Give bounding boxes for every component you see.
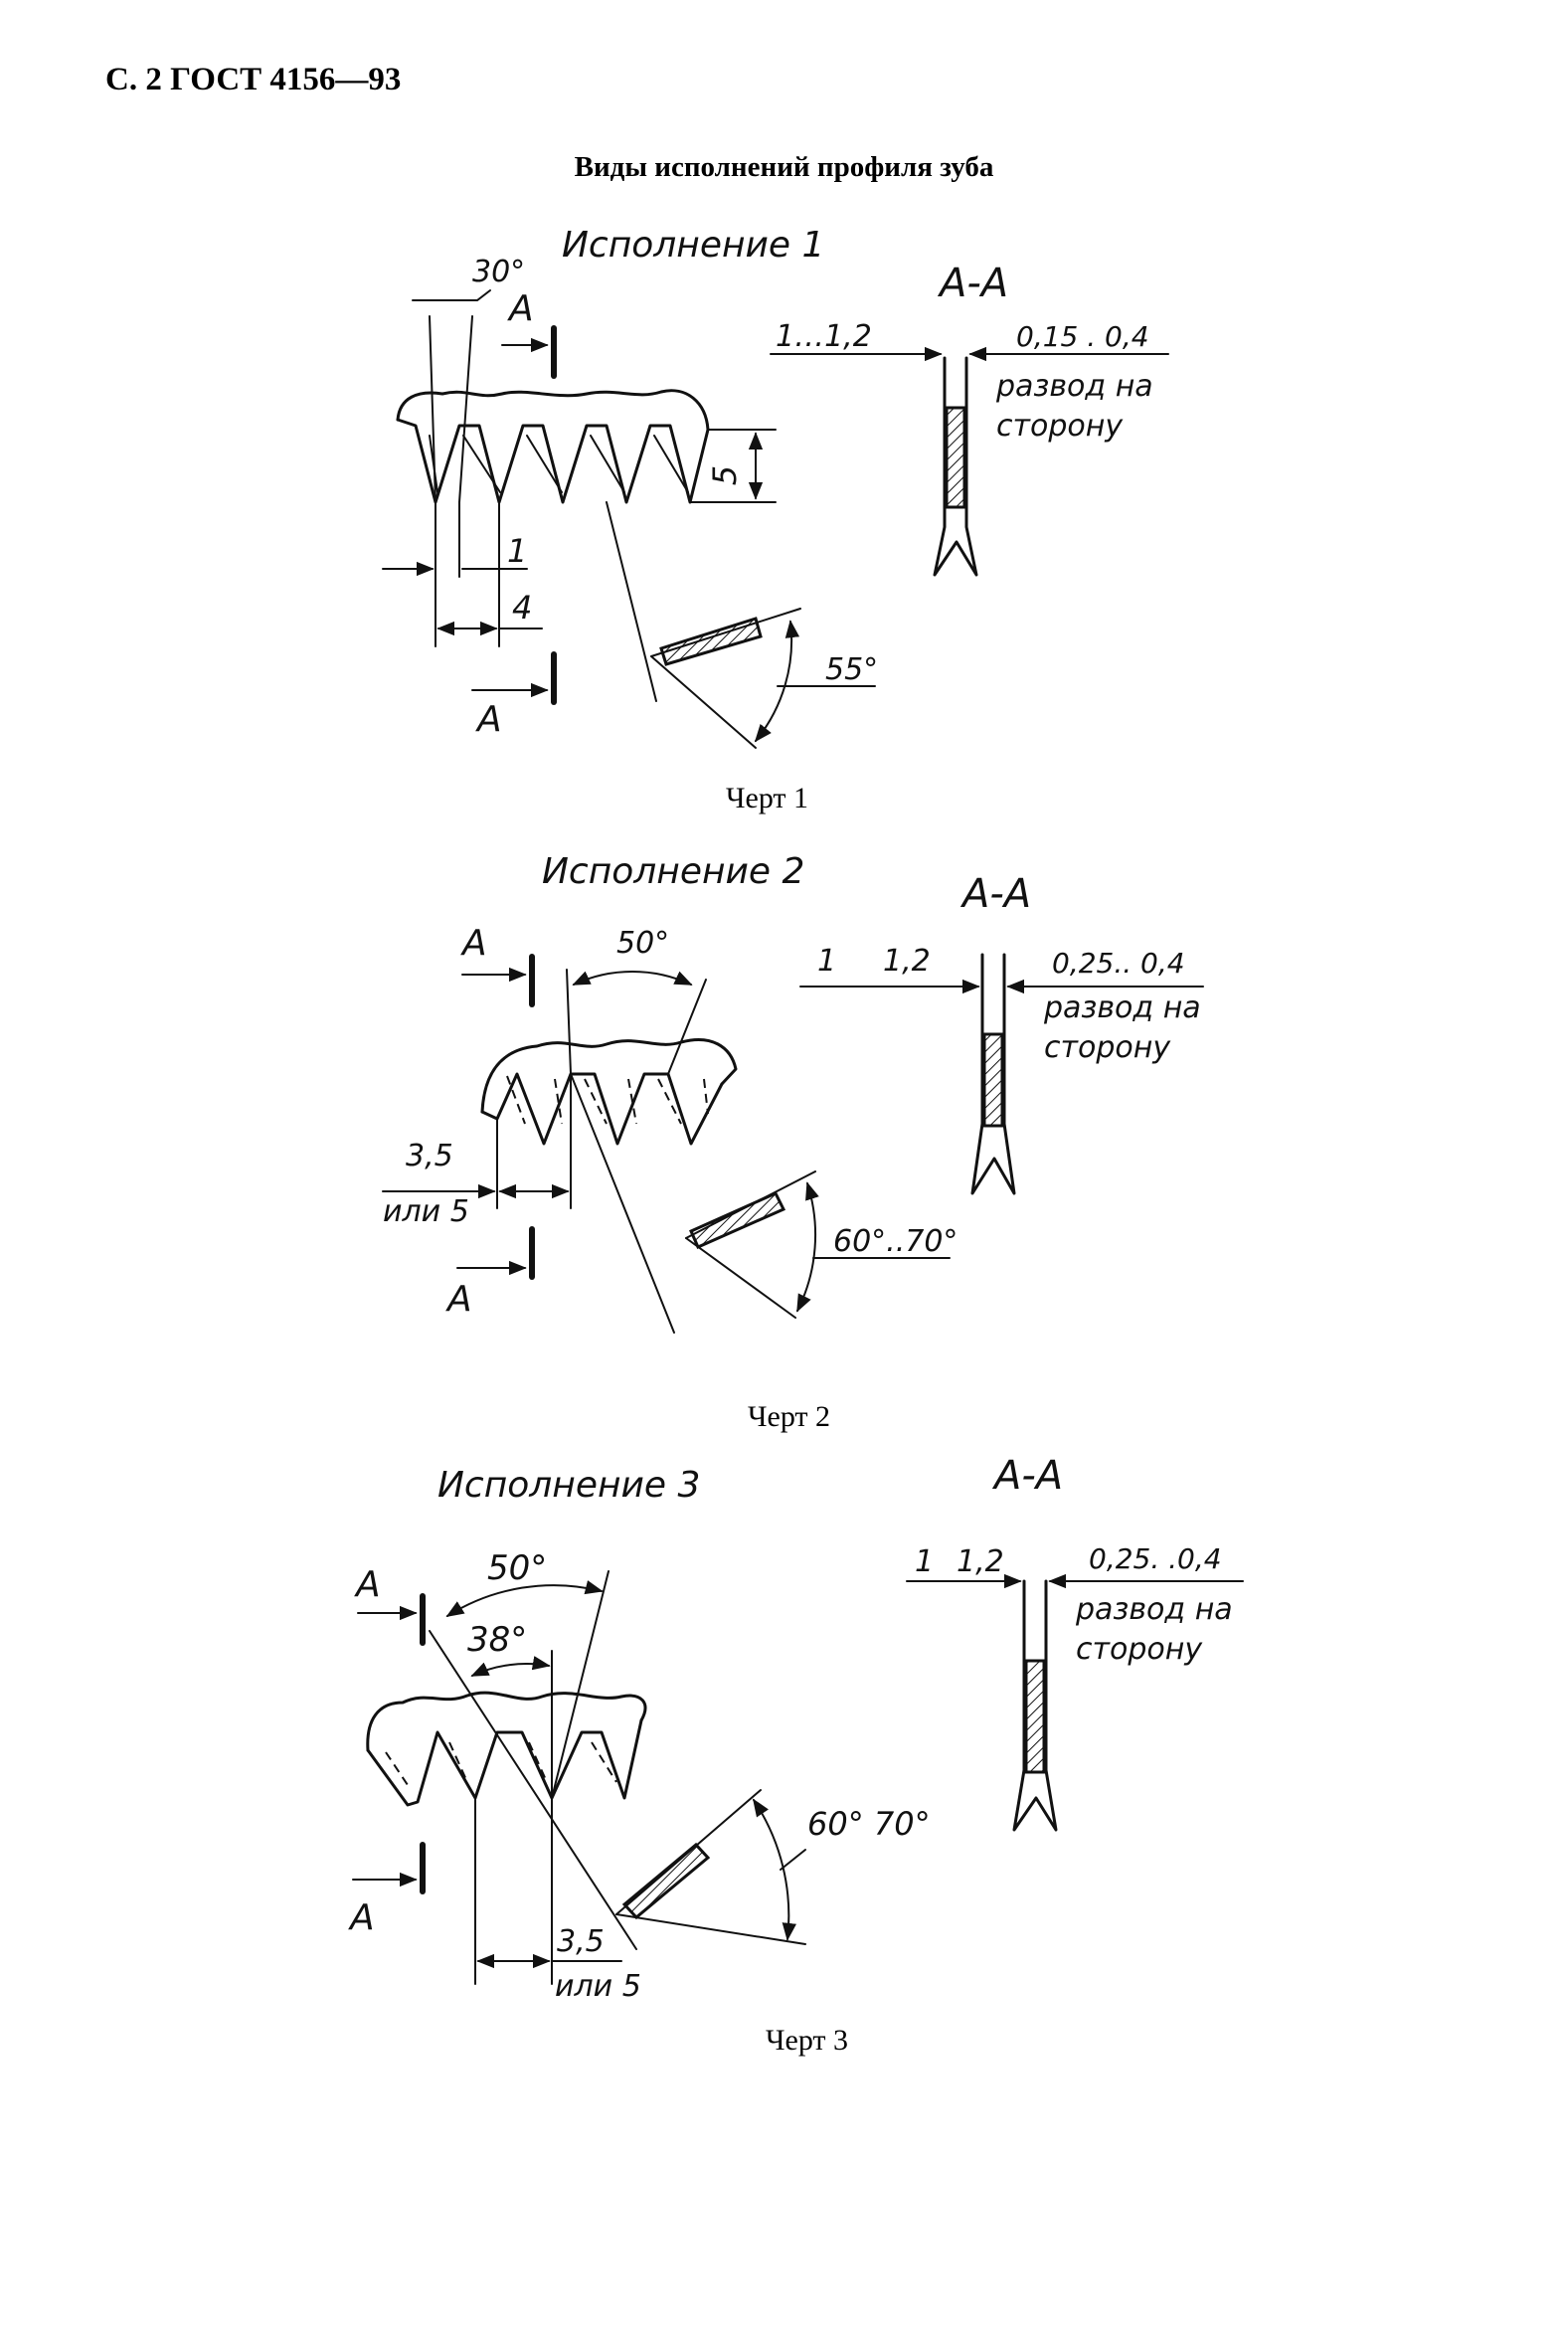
- fig2-angle-top: 50°: [616, 926, 669, 961]
- fig1-section-hatch: [945, 406, 966, 509]
- fig3-section-body: [1012, 1579, 1058, 1832]
- fig3-angle-bottom: 60° 70°: [807, 1805, 931, 1843]
- fig2-cut-label-bottom: А: [445, 1279, 472, 1320]
- blade-1-break-line: [396, 389, 710, 432]
- figure-3: Исполнение 3 50° 38° А А 3: [348, 1453, 1244, 2004]
- fig3-thickness-label-a: 1: [915, 1544, 934, 1579]
- fig1-pitch-label: 4: [512, 589, 532, 627]
- fig2-edge-line: [570, 1073, 675, 1334]
- fig1-set-note-1: развод на: [995, 369, 1153, 404]
- fig2-section-label: А-А: [959, 871, 1031, 917]
- fig3-angle-top: 50°: [487, 1548, 547, 1588]
- fig2-chisel-hatch: [689, 1191, 786, 1249]
- fig3-angle-arc-bottom: [753, 1798, 796, 1941]
- fig2-thickness-label-a: 1: [817, 944, 836, 979]
- fig3-chisel-line: [615, 1913, 806, 1945]
- fig2-angle-bottom: 60°..70°: [833, 1224, 958, 1259]
- fig1-set-width-label: 0,15 . 0,4: [1016, 320, 1149, 353]
- figure-2-variant-title: Исполнение 2: [542, 851, 804, 892]
- page-title: Виды исполнений профиля зуба: [574, 151, 994, 183]
- fig3-set-note-2: сторону: [1076, 1632, 1203, 1667]
- blade-2-break-line: [480, 1038, 738, 1114]
- fig3-set-note-1: развод на: [1075, 1592, 1233, 1627]
- fig2-angle-line-left: [566, 969, 572, 1075]
- fig2-cut-label-top: А: [460, 923, 487, 964]
- fig2-pitch-label-1: 3,5: [406, 1139, 453, 1173]
- fig1-thickness-label: 1…1,2: [776, 319, 872, 354]
- figure-1: Исполнение 1 30° А А 5: [382, 225, 1169, 749]
- fig3-set-width-label: 0,25. .0,4: [1089, 1542, 1222, 1575]
- fig2-set-note-2: сторону: [1044, 1030, 1171, 1065]
- fig3-cut-label-bottom: А: [348, 1897, 375, 1938]
- fig3-cut-label-top: А: [354, 1564, 381, 1605]
- blade-3-teeth-profile: [366, 1718, 643, 1807]
- fig2-set-width-label: 0,25.. 0,4: [1052, 947, 1185, 980]
- fig2-section-body: [970, 953, 1016, 1195]
- fig3-angle-inner: 38°: [467, 1620, 527, 1660]
- fig1-chisel-hatch: [659, 617, 763, 666]
- fig3-angle-leader-bottom: [780, 1849, 806, 1871]
- blade-1-teeth-profile: [396, 418, 710, 504]
- figure-2-caption: Черт 2: [748, 1400, 831, 1433]
- blade-2-teeth-dashed: [506, 1075, 709, 1125]
- fig3-pitch-label-1: 3,5: [557, 1924, 605, 1959]
- fig2-angle-arc-bottom: [796, 1181, 819, 1313]
- fig2-angle-line-right: [667, 979, 707, 1075]
- fig1-angle-arc-bottom: [754, 620, 800, 743]
- fig3-section-label: А-А: [991, 1453, 1063, 1499]
- fig1-cut-label-top: А: [507, 288, 534, 329]
- fig2-pitch-label-2: или 5: [383, 1194, 469, 1229]
- fig1-height-label: 5: [706, 465, 744, 485]
- blade-2-teeth-profile: [480, 1072, 724, 1146]
- fig1-angle-line-right: [458, 315, 473, 503]
- fig3-angle-arc-top: [445, 1580, 604, 1617]
- fig1-set-note-2: сторону: [996, 409, 1124, 444]
- fig1-section-label: А-А: [937, 261, 1008, 306]
- figure-1-caption: Черт 1: [726, 782, 809, 814]
- fig1-chisel-line: [650, 655, 757, 749]
- fig2-set-note-1: развод на: [1043, 990, 1201, 1025]
- fig1-edge-line: [606, 501, 657, 702]
- fig3-thickness-label-b: 1,2: [957, 1544, 1004, 1579]
- figure-1-variant-title: Исполнение 1: [562, 225, 824, 266]
- fig3-section-hatch: [1024, 1659, 1046, 1774]
- fig2-section-hatch: [982, 1032, 1004, 1128]
- fig2-angle-arc-top: [572, 971, 693, 986]
- fig3-angle-line-right: [551, 1570, 610, 1799]
- fig1-dim-small-label: 1: [507, 532, 527, 570]
- figure-3-variant-title: Исполнение 3: [437, 1465, 700, 1506]
- fig1-cut-label-bottom: А: [475, 699, 502, 740]
- fig2-thickness-label-b: 1,2: [883, 944, 931, 979]
- page-header: С. 2 ГОСТ 4156—93: [105, 62, 402, 97]
- fig3-angle-arc-inner: [470, 1656, 551, 1677]
- fig1-angle-bottom: 55°: [825, 652, 878, 687]
- fig2-chisel-line: [685, 1237, 796, 1319]
- fig3-edge-line: [429, 1630, 637, 1950]
- fig3-pitch-label-2: или 5: [555, 1969, 641, 2004]
- figure-3-caption: Черт 3: [766, 2024, 849, 2057]
- figure-2: Исполнение 2 50° А А 3,5 или 5: [382, 851, 1204, 1334]
- fig1-angle-leader: [412, 289, 491, 301]
- blade-3-teeth-dashed: [385, 1741, 617, 1786]
- fig1-angle-line-left: [429, 315, 436, 503]
- fig3-chisel-hatch: [621, 1842, 711, 1920]
- fig1-section-body: [933, 356, 978, 577]
- blade-3-break-line: [366, 1691, 647, 1752]
- fig1-angle-top: 30°: [472, 255, 525, 289]
